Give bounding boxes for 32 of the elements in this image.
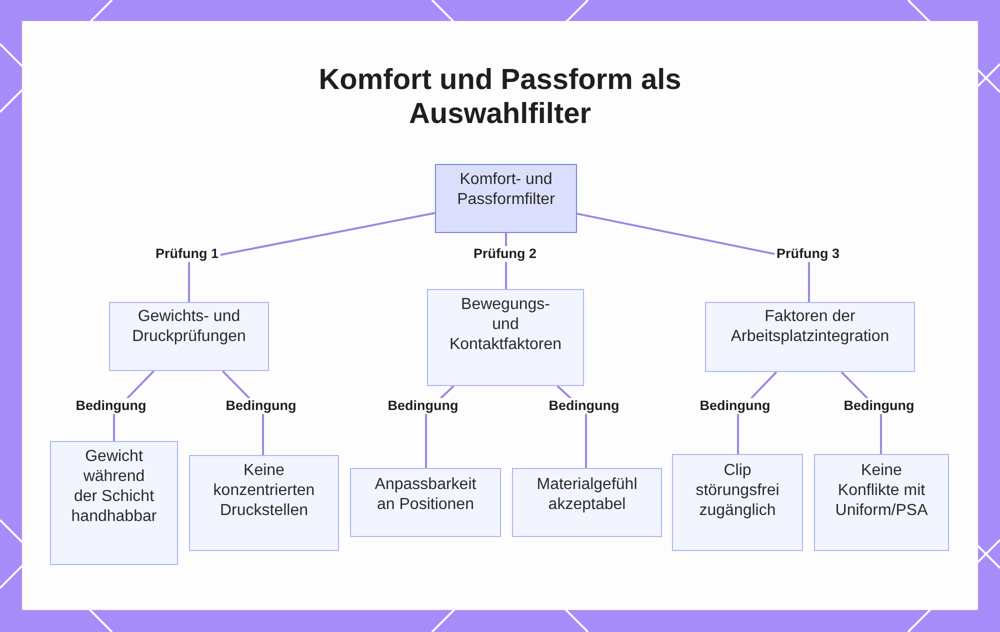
- process-box: [705, 302, 915, 372]
- edge-label: Bedingung: [842, 398, 916, 414]
- node-label: Materialgefühl akzeptabel: [536, 475, 638, 515]
- edge-label: Prüfung 2: [472, 246, 538, 262]
- node-label: Komfort- und Passformfilter: [456, 170, 556, 210]
- edge-label: Bedingung: [224, 398, 298, 414]
- connector-line: [188, 212, 436, 302]
- process-box: [512, 468, 662, 537]
- process-box: [672, 454, 803, 551]
- connector-line: [576, 212, 810, 302]
- edge-label: Prüfung 1: [154, 246, 220, 262]
- process-box: [427, 289, 584, 386]
- process-box: [350, 468, 501, 537]
- root-box: [435, 164, 577, 233]
- edge-label: Bedingung: [386, 398, 460, 414]
- node-label: Clip störungsfrei zugänglich: [694, 461, 780, 521]
- diagram-title: Komfort und Passform als Auswahlfilter: [318, 63, 682, 131]
- node-label: Bewegungs- und Kontaktfaktoren: [448, 295, 563, 355]
- process-box: [814, 454, 949, 551]
- node-label: Anpassbarkeit an Positionen: [374, 475, 478, 515]
- node-label: Gewichts- und Druckprüfungen: [131, 307, 247, 347]
- process-box: [109, 302, 269, 371]
- process-box: [50, 441, 178, 565]
- node-label: Keine konzentrierten Druckstellen: [212, 461, 316, 521]
- edge-label: Bedingung: [698, 398, 772, 414]
- process-box: [189, 455, 339, 551]
- edge-label: Bedingung: [74, 398, 148, 414]
- node-label: Gewicht während der Schicht handhabbar: [70, 447, 158, 527]
- edge-label: Prüfung 3: [774, 246, 842, 262]
- edge-label: Bedingung: [546, 398, 622, 414]
- node-label: Keine Konflikte mit Uniform/PSA: [834, 461, 929, 521]
- node-label: Faktoren der Arbeitsplatzintegration: [730, 307, 890, 347]
